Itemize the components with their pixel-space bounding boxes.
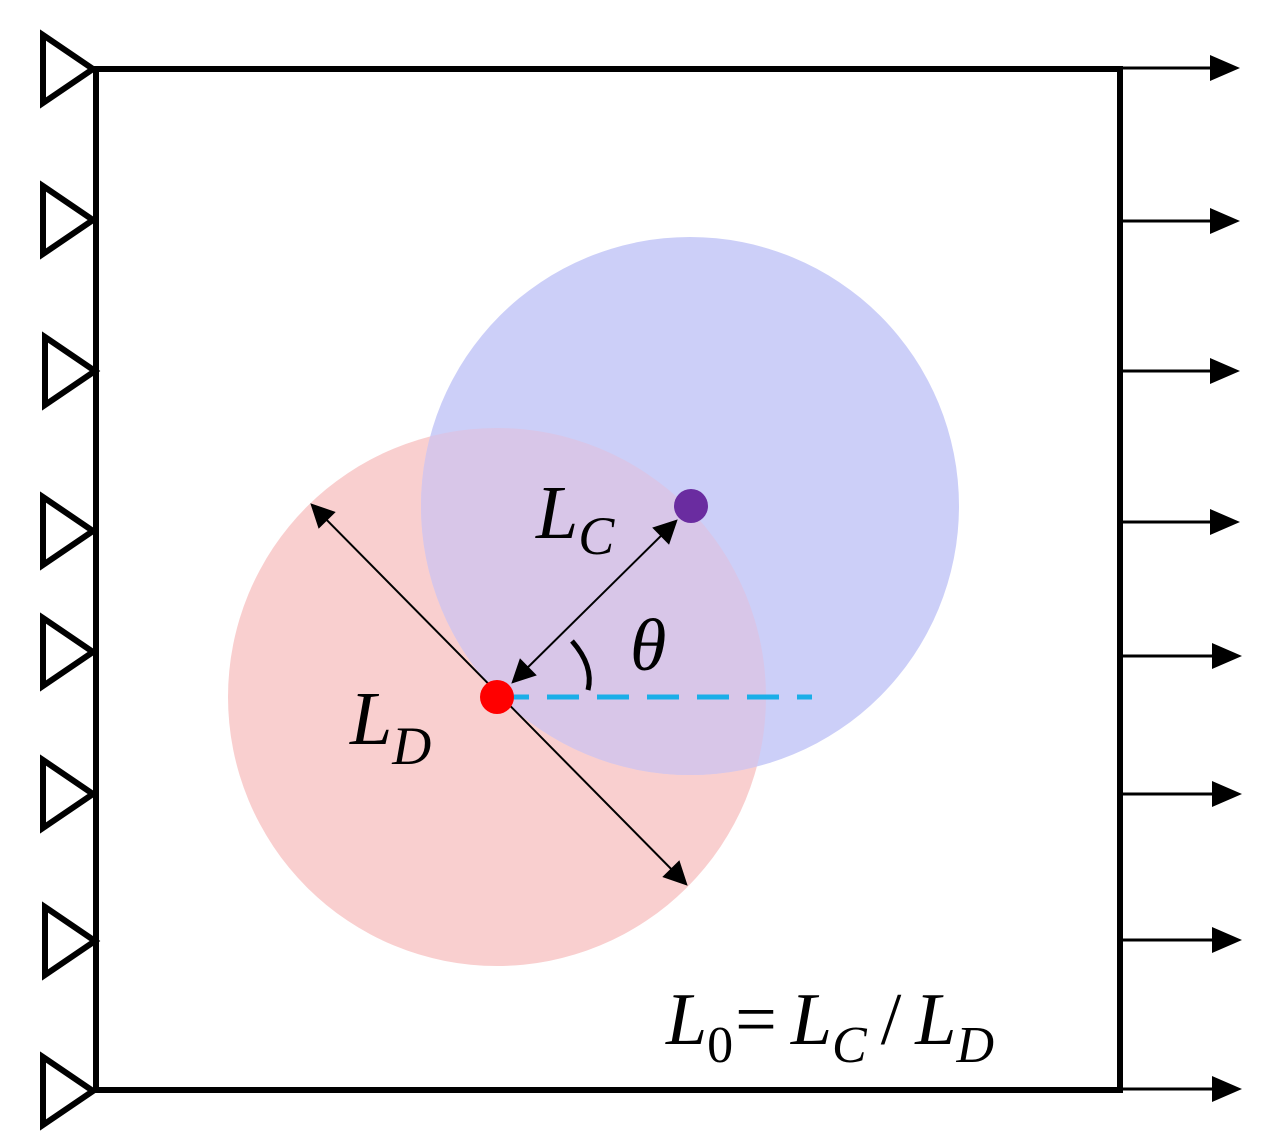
support-triangle <box>40 612 99 692</box>
support-triangle <box>40 180 99 260</box>
support-triangle <box>42 901 101 981</box>
formula-ld-sub: D <box>955 1017 994 1074</box>
theta-label: θ <box>630 605 666 687</box>
left-supports <box>40 29 101 1131</box>
formula-equals: = <box>735 979 777 1061</box>
lc-dimension-arrow <box>511 519 678 684</box>
specimen-frame <box>93 66 1123 1093</box>
support-triangle <box>40 29 99 109</box>
formula-l0-main: L <box>665 979 707 1061</box>
right-load-arrows <box>1120 55 1242 1102</box>
ld-label-sub: D <box>391 716 431 776</box>
theta-angle-arc <box>570 639 592 691</box>
load-arrow-head <box>1212 643 1242 669</box>
crack-centre-point <box>674 489 708 523</box>
load-arrow-head <box>1212 927 1242 953</box>
formula-slash: / <box>881 979 902 1061</box>
load-arrow-head <box>1210 509 1240 535</box>
load-arrow-head <box>1212 781 1242 807</box>
formula-ld-main: L <box>914 979 956 1061</box>
lc-label-sub: C <box>578 506 615 566</box>
load-arrow-head <box>1210 358 1240 384</box>
formula-l0-sub: 0 <box>707 1017 733 1074</box>
ld-label-main: L <box>349 677 392 761</box>
load-arrow-head <box>1210 208 1240 234</box>
support-triangle <box>40 1051 99 1131</box>
damage-centre-point <box>480 680 514 714</box>
support-triangle <box>42 331 101 411</box>
formula-lc-main: L <box>790 979 832 1061</box>
support-triangle <box>40 754 99 834</box>
load-arrow-head <box>1212 1076 1242 1102</box>
lc-label: LC <box>535 471 615 566</box>
lc-label-main: L <box>535 471 578 555</box>
formula-label: L0=LC/LD <box>665 979 994 1074</box>
ld-label: LD <box>349 677 431 776</box>
load-arrow-head <box>1210 55 1240 81</box>
support-triangle <box>40 491 99 571</box>
formula-lc-sub: C <box>832 1017 868 1074</box>
